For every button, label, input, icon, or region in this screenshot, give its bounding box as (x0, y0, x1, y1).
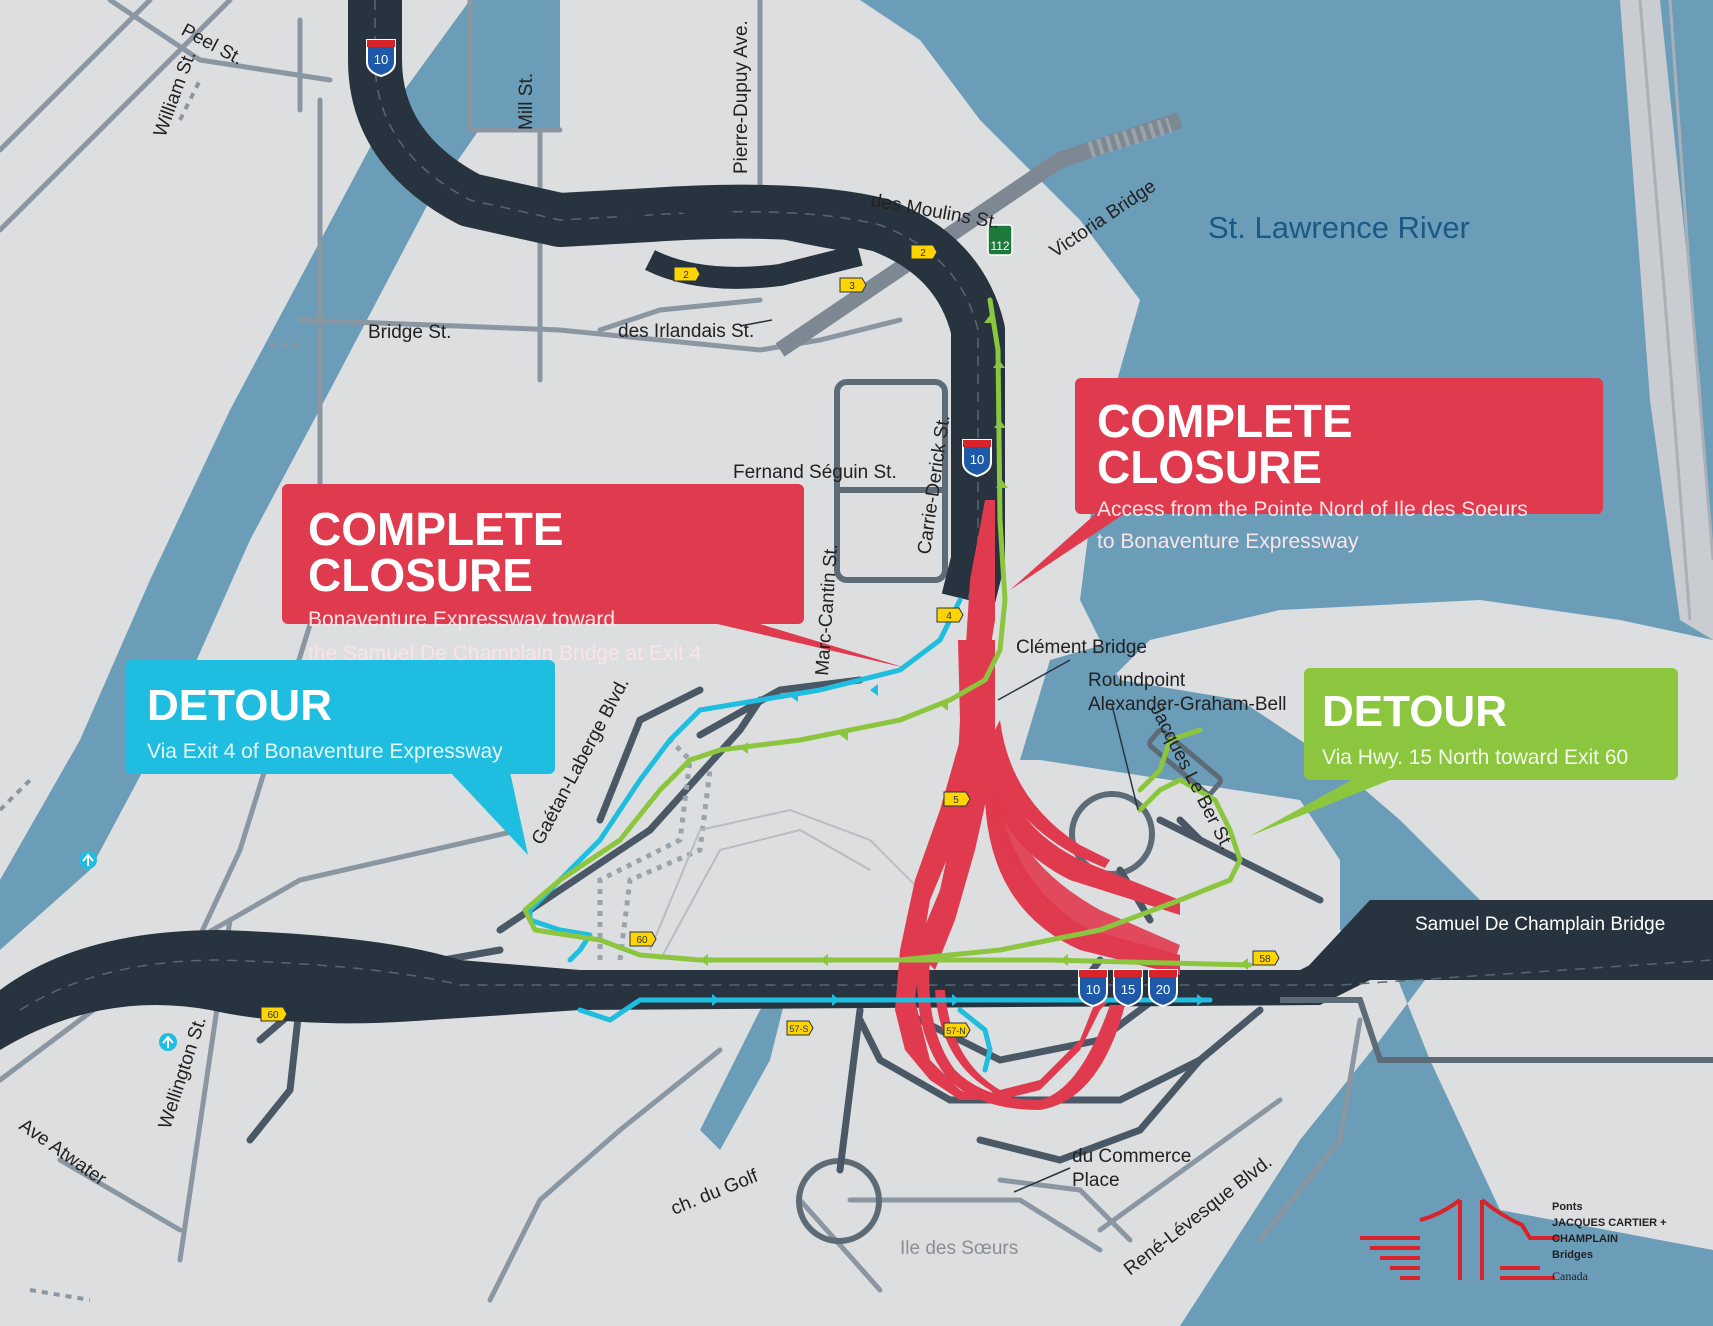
svg-text:10: 10 (970, 452, 984, 467)
route-shields: 10 10 10 15 20 112 (366, 39, 1178, 1007)
ile-des-soeurs-label: Ile des Sœurs (900, 1238, 1018, 1259)
inner-basin (1020, 640, 1120, 760)
canada-wordmark: Canada (1552, 1269, 1589, 1283)
label-leaders (739, 319, 1139, 1193)
svg-text:58: 58 (1259, 954, 1271, 965)
clement-bridge-label: Clément Bridge (1016, 637, 1147, 658)
route-10-shield: 10 (1078, 969, 1108, 1007)
route-15-shield: 15 (1113, 969, 1143, 1007)
detour-callout-line1: Via Hwy. 15 North toward Exit 60 (1322, 746, 1629, 769)
closure-exit4-pointer (700, 618, 906, 668)
metro-icon (159, 1033, 177, 1051)
svg-text:57-N: 57-N (946, 1026, 966, 1036)
exit-2-sign: 2 (673, 266, 701, 282)
route-10-shield: 10 (962, 439, 992, 477)
detour-callout-exit4: DETOUR Via Exit 4 of Bonaventure Express… (125, 660, 555, 774)
svg-text:3: 3 (849, 281, 855, 292)
logo-line-4: Bridges (1552, 1249, 1593, 1261)
detour-hwy15-pointer (1250, 778, 1395, 836)
fernand-seguin-label: Fernand Séguin St. (733, 462, 897, 483)
exit-60-sign: 60 (260, 1006, 288, 1022)
roundpoint-label: Roundpoint (1088, 670, 1186, 691)
des-irlandais-label: des Irlandais St. (618, 321, 754, 342)
exit-60-sign: 60 (629, 931, 657, 947)
detour-green-route (522, 297, 1253, 968)
pjcci-logo: Ponts JACQUES CARTIER + CHAMPLAIN Bridge… (1360, 1198, 1667, 1283)
closure-callout-title: COMPLETE CLOSURE (308, 503, 564, 601)
highways (0, 0, 1713, 1063)
svg-text:10: 10 (1086, 982, 1100, 997)
pjcci-logo-mark (1360, 1198, 1560, 1280)
svg-text:2: 2 (683, 270, 689, 281)
pierre-dupuy-label: Pierre-Dupuy Ave. (731, 20, 752, 174)
closure-callout-line2: the Samuel De Champlain Bridge at Exit 4 (308, 642, 702, 666)
logo-line-1: Ponts (1552, 1201, 1583, 1213)
samuel-bridge-label: Samuel De Champlain Bridge (1415, 914, 1665, 935)
svg-text:4: 4 (946, 611, 952, 622)
east-roads (1638, 0, 1713, 621)
svg-text:20: 20 (1156, 982, 1170, 997)
bridge-st-label: Bridge St. (368, 322, 451, 343)
rail-corridor (775, 112, 1183, 357)
svg-text:60: 60 (636, 935, 648, 946)
minor-roads-dashed (0, 79, 300, 1302)
logo-line-3: CHAMPLAIN (1552, 1233, 1618, 1245)
detour-callout-title: DETOUR (1322, 687, 1507, 736)
mill-st-label: Mill St. (516, 73, 537, 130)
canal-basin-top (470, 0, 560, 130)
du-commerce-label: du Commerce (1072, 1146, 1191, 1167)
du-commerce-place-label: Place (1072, 1170, 1120, 1191)
svg-text:15: 15 (1121, 982, 1135, 997)
local-block (834, 379, 948, 583)
exit-5-sign: 5 (943, 791, 971, 807)
exit-4-sign: 4 (936, 607, 964, 623)
jacques-le-ber-loop (1147, 727, 1223, 797)
exit-58-sign: 58 (1252, 950, 1280, 966)
faint-ramps (649, 808, 931, 961)
metro-icon (79, 851, 97, 869)
st-lawrence-river (860, 0, 1713, 1326)
callout-pointers (450, 510, 1395, 855)
svg-text:5: 5 (953, 795, 959, 806)
detour-callout-line1: Via Exit 4 of Bonaventure Expressway (147, 740, 503, 763)
samuel-bridge-deck (1300, 900, 1713, 975)
closure-pointe-nord-pointer (1010, 510, 1130, 590)
detour-exit4-pointer (450, 772, 528, 855)
closure-callout-exit4: COMPLETE CLOSURE Bonaventure Expressway … (282, 484, 804, 665)
route-20-shield: 20 (1148, 969, 1178, 1007)
exit-57s-sign: 57-S (786, 1020, 814, 1036)
svg-text:10: 10 (374, 52, 388, 67)
exit-57n-sign: 57-N (943, 1022, 971, 1038)
river-label: St. Lawrence River (1208, 210, 1470, 245)
svg-text:60: 60 (267, 1010, 279, 1021)
route-112-shield: 112 (987, 224, 1013, 256)
closure-callout-line1: Access from the Pointe Nord of Ile des S… (1097, 498, 1528, 521)
detour-callout-hwy15: DETOUR Via Hwy. 15 North toward Exit 60 (1304, 668, 1678, 780)
detour-blue-route (527, 597, 1213, 1073)
exit-signs: 2 2 3 4 5 60 60 58 57-S 57-N (260, 244, 1280, 1038)
svg-text:2: 2 (920, 248, 926, 259)
demolished-ramps (597, 738, 713, 961)
detour-callout-title: DETOUR (147, 681, 332, 730)
closure-callout-pointe-nord: COMPLETE CLOSURE Access from the Pointe … (1075, 378, 1603, 553)
route-10-shield: 10 (366, 39, 396, 77)
golf-pond (700, 980, 790, 1150)
closure-callout-line2: to Bonaventure Expressway (1097, 530, 1359, 554)
svg-text:112: 112 (990, 239, 1009, 253)
logo-line-2: JACQUES CARTIER + (1552, 1217, 1667, 1229)
exit-2-sign: 2 (910, 244, 938, 260)
exit-3-sign: 3 (839, 277, 867, 293)
closure-callout-title: COMPLETE CLOSURE (1097, 395, 1353, 493)
closure-callout-line1: Bonaventure Expressway toward (308, 608, 615, 631)
roundpoint-name-label: Alexander-Graham-Bell (1088, 694, 1287, 715)
svg-text:57-S: 57-S (789, 1024, 808, 1034)
